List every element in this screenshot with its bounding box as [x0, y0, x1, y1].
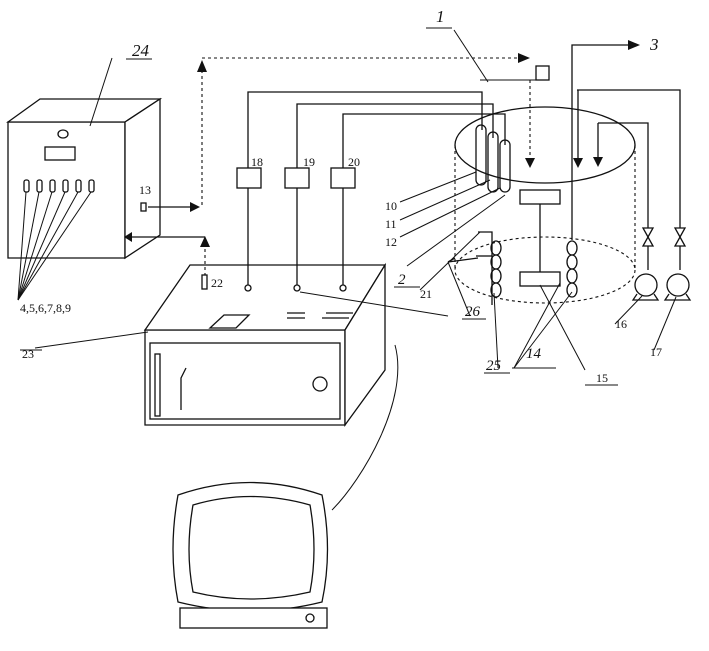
- controller-box-24: [5, 97, 163, 301]
- label-16: 16: [615, 317, 627, 331]
- vacuum-chamber: [447, 106, 636, 304]
- label-1: 1: [436, 7, 445, 26]
- gas-lines: [571, 40, 681, 240]
- monitor-power-button: [305, 613, 315, 623]
- label-24: 24: [132, 41, 150, 60]
- label-17: 17: [650, 345, 662, 359]
- sensor-wires: [236, 91, 506, 285]
- label-26: 26: [465, 304, 481, 320]
- monitor-cable: [331, 344, 399, 511]
- drive-slot: [180, 367, 187, 410]
- port-13: [140, 202, 147, 212]
- switch-leaders: [17, 191, 92, 301]
- label-13: 13: [139, 183, 151, 197]
- label-23: 23: [22, 347, 34, 361]
- drive-slot-left: [154, 353, 161, 417]
- label-20: 20: [348, 155, 360, 169]
- top-sensor: [535, 65, 550, 81]
- label-18: 18: [251, 155, 263, 169]
- label-14: 14: [526, 346, 542, 362]
- coil-chains: [490, 240, 578, 298]
- label-19: 19: [303, 155, 315, 169]
- bracket-26: [447, 231, 493, 305]
- label-15: 15: [596, 371, 608, 385]
- power-knob: [312, 376, 328, 392]
- label-3: 3: [649, 35, 659, 54]
- labels: 24 1 3 18 19 20 10 11 12 2 21 26 25 14 1…: [20, 7, 662, 386]
- computer-box-23: [143, 262, 387, 427]
- label-12: 12: [385, 235, 397, 249]
- top-panel: [208, 314, 251, 329]
- connection-13-arrows: [132, 202, 205, 238]
- pump-17: [663, 227, 692, 301]
- label-25: 25: [486, 358, 502, 374]
- leader-lines: [34, 29, 677, 371]
- display-window: [44, 146, 76, 161]
- label-11: 11: [385, 217, 397, 231]
- probes: [475, 124, 511, 193]
- label-10: 10: [385, 199, 397, 213]
- target-electrode: [519, 189, 561, 287]
- label-2: 2: [398, 272, 406, 288]
- indicator-lamp: [57, 129, 69, 139]
- module-18: [236, 167, 262, 189]
- module-19: [284, 167, 310, 189]
- port-arrow: [124, 232, 132, 242]
- module-20: [330, 167, 356, 189]
- pump-16: [631, 227, 660, 301]
- label-21: 21: [420, 287, 432, 301]
- monitor: [172, 344, 399, 629]
- dashed-signal-lines: [197, 53, 535, 275]
- label-22: 22: [211, 276, 223, 290]
- label-4-9: 4,5,6,7,8,9: [20, 301, 71, 315]
- switch-row: [23, 179, 95, 193]
